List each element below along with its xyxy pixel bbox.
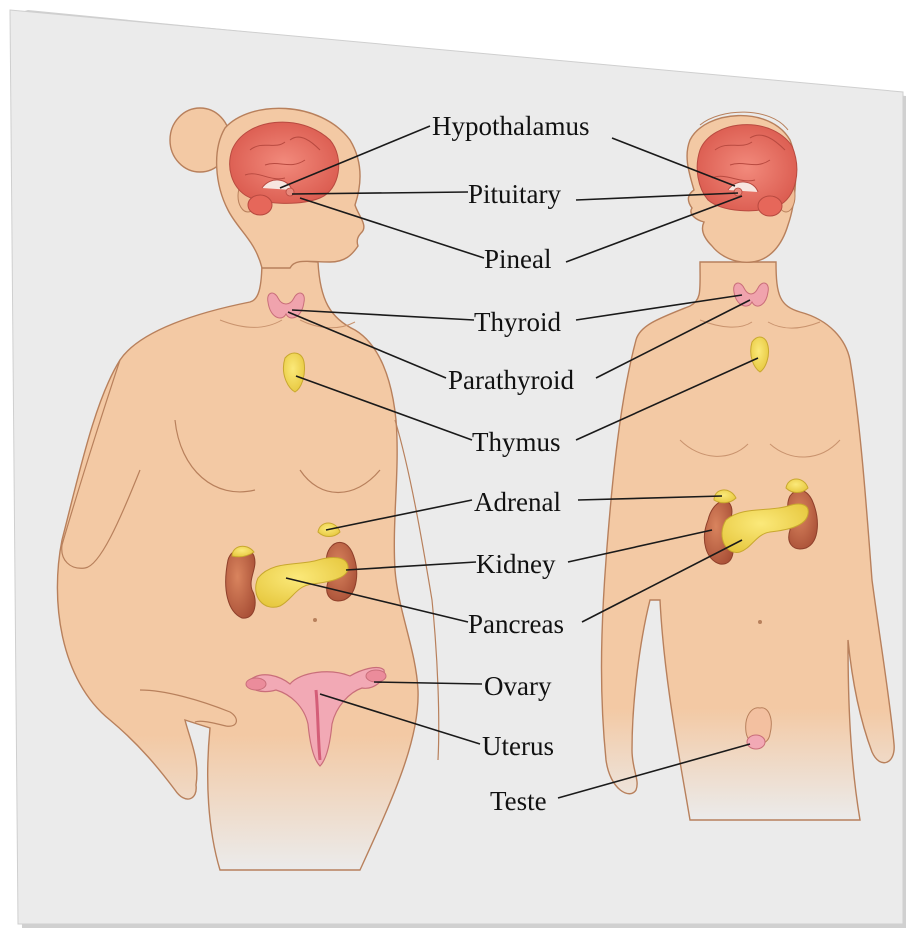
- label-ovary: Ovary: [484, 671, 552, 701]
- male-pituitary: [734, 188, 742, 196]
- female-ovary-right: [366, 670, 386, 682]
- label-uterus: Uterus: [482, 731, 554, 761]
- label-parathyroid: Parathyroid: [448, 365, 574, 395]
- label-kidney: Kidney: [476, 549, 556, 579]
- label-pineal: Pineal: [484, 244, 552, 274]
- female-ovary-left: [246, 678, 266, 690]
- label-thymus: Thymus: [472, 427, 561, 457]
- label-thyroid: Thyroid: [474, 307, 561, 337]
- male-brain: [697, 125, 797, 211]
- label-pituitary: Pituitary: [468, 179, 561, 209]
- female-brain: [230, 122, 339, 203]
- label-adrenal: Adrenal: [474, 487, 561, 517]
- label-hypothalamus: Hypothalamus: [432, 111, 589, 141]
- label-pancreas: Pancreas: [468, 609, 564, 639]
- female-pituitary: [286, 188, 294, 196]
- label-teste: Teste: [490, 786, 547, 816]
- male-teste: [747, 735, 765, 749]
